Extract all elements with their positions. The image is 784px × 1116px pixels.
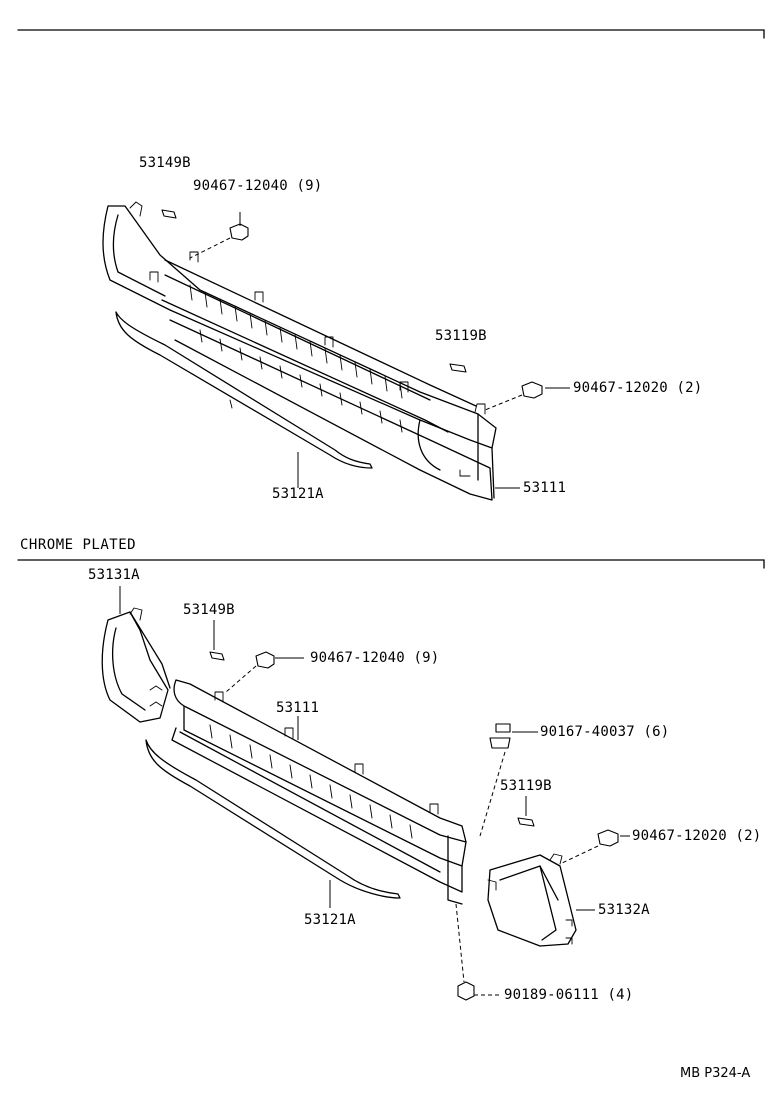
nut-90189-06111	[457, 981, 475, 1001]
nut-90467-12040-bottom	[255, 651, 275, 669]
label-53131a: 53131A	[88, 567, 140, 583]
diagram-code: MB P324-A	[680, 1066, 751, 1081]
label-53119b-bottom: 53119B	[500, 778, 552, 794]
section-title-chrome-plated: CHROME PLATED	[20, 537, 137, 553]
label-53121a-top: 53121A	[272, 486, 324, 502]
label-90467-12020-top: 90467-12020 (2)	[573, 380, 703, 396]
label-90467-12040-bottom: 90467-12040 (9)	[310, 650, 440, 666]
clip-53119b-bottom	[517, 817, 535, 827]
label-53119b-top: 53119B	[435, 328, 487, 344]
top-grille-assembly	[102, 201, 570, 501]
label-53111-bottom: 53111	[276, 700, 320, 716]
clip-53149b-bottom	[209, 651, 225, 661]
bottom-grille-assembly	[101, 586, 630, 1001]
label-90467-12040-top: 90467-12040 (9)	[193, 178, 323, 194]
label-53149b-top: 53149B	[139, 155, 191, 171]
nut-90467-12040-top	[229, 223, 249, 241]
label-53111-top: 53111	[523, 480, 567, 496]
label-90467-12020-bottom: 90467-12020 (2)	[632, 828, 762, 844]
clip-53119b-top	[449, 363, 467, 373]
label-53149b-bottom: 53149B	[183, 602, 235, 618]
clip-53149b-top	[161, 209, 177, 219]
label-53132a: 53132A	[598, 902, 650, 918]
nut-90467-12020-bottom	[597, 829, 619, 847]
nut-90467-12020-top	[521, 381, 543, 399]
label-90167-40037: 90167-40037 (6)	[540, 724, 670, 740]
screw-90167-40037	[489, 723, 511, 749]
label-90189-06111: 90189-06111 (4)	[504, 987, 634, 1003]
label-53121a-bottom: 53121A	[304, 912, 356, 928]
